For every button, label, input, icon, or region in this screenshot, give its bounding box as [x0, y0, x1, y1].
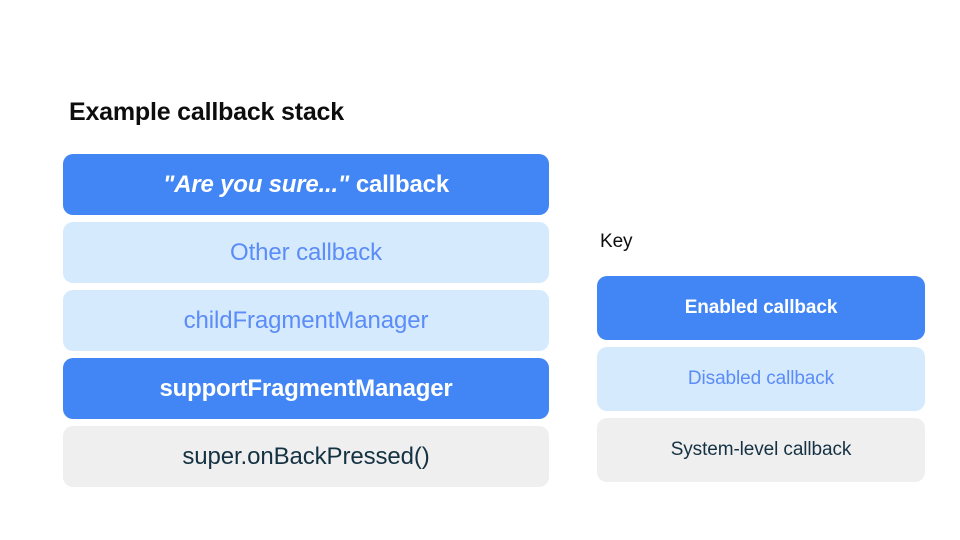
key-section: Key Enabled callback Disabled callback S…	[597, 232, 925, 482]
stack-item-child-fragment-manager: childFragmentManager	[63, 290, 549, 351]
page-title: Example callback stack	[69, 98, 344, 126]
key-item-label: Disabled callback	[687, 368, 835, 389]
callback-stack-section: Example callback stack "Are you sure..."…	[63, 100, 549, 487]
key-title: Key	[600, 231, 633, 252]
stack-item-label-quoted: "Are you sure..."	[163, 170, 350, 198]
key-item-enabled-callback: Enabled callback	[597, 276, 925, 340]
stack-item-label: supportFragmentManager	[159, 374, 453, 402]
stack-item-label-plain: callback	[355, 170, 449, 198]
stack-item-label: Other callback	[230, 238, 382, 266]
stack-item-label: childFragmentManager	[183, 306, 429, 334]
key-item-label: Enabled callback	[684, 297, 838, 318]
stack-item-super-on-back-pressed: super.onBackPressed()	[63, 426, 549, 487]
stack-item-support-fragment-manager: supportFragmentManager	[63, 358, 549, 419]
key-item-system-level-callback: System-level callback	[597, 418, 925, 482]
callback-stack-list: "Are you sure..."callback Other callback…	[63, 154, 549, 487]
stack-item-other-callback: Other callback	[63, 222, 549, 283]
stack-item-label: super.onBackPressed()	[182, 442, 430, 470]
key-item-disabled-callback: Disabled callback	[597, 347, 925, 411]
key-list: Enabled callback Disabled callback Syste…	[597, 276, 925, 482]
stack-item-are-you-sure-callback: "Are you sure..."callback	[63, 154, 549, 215]
key-item-label: System-level callback	[670, 439, 852, 460]
